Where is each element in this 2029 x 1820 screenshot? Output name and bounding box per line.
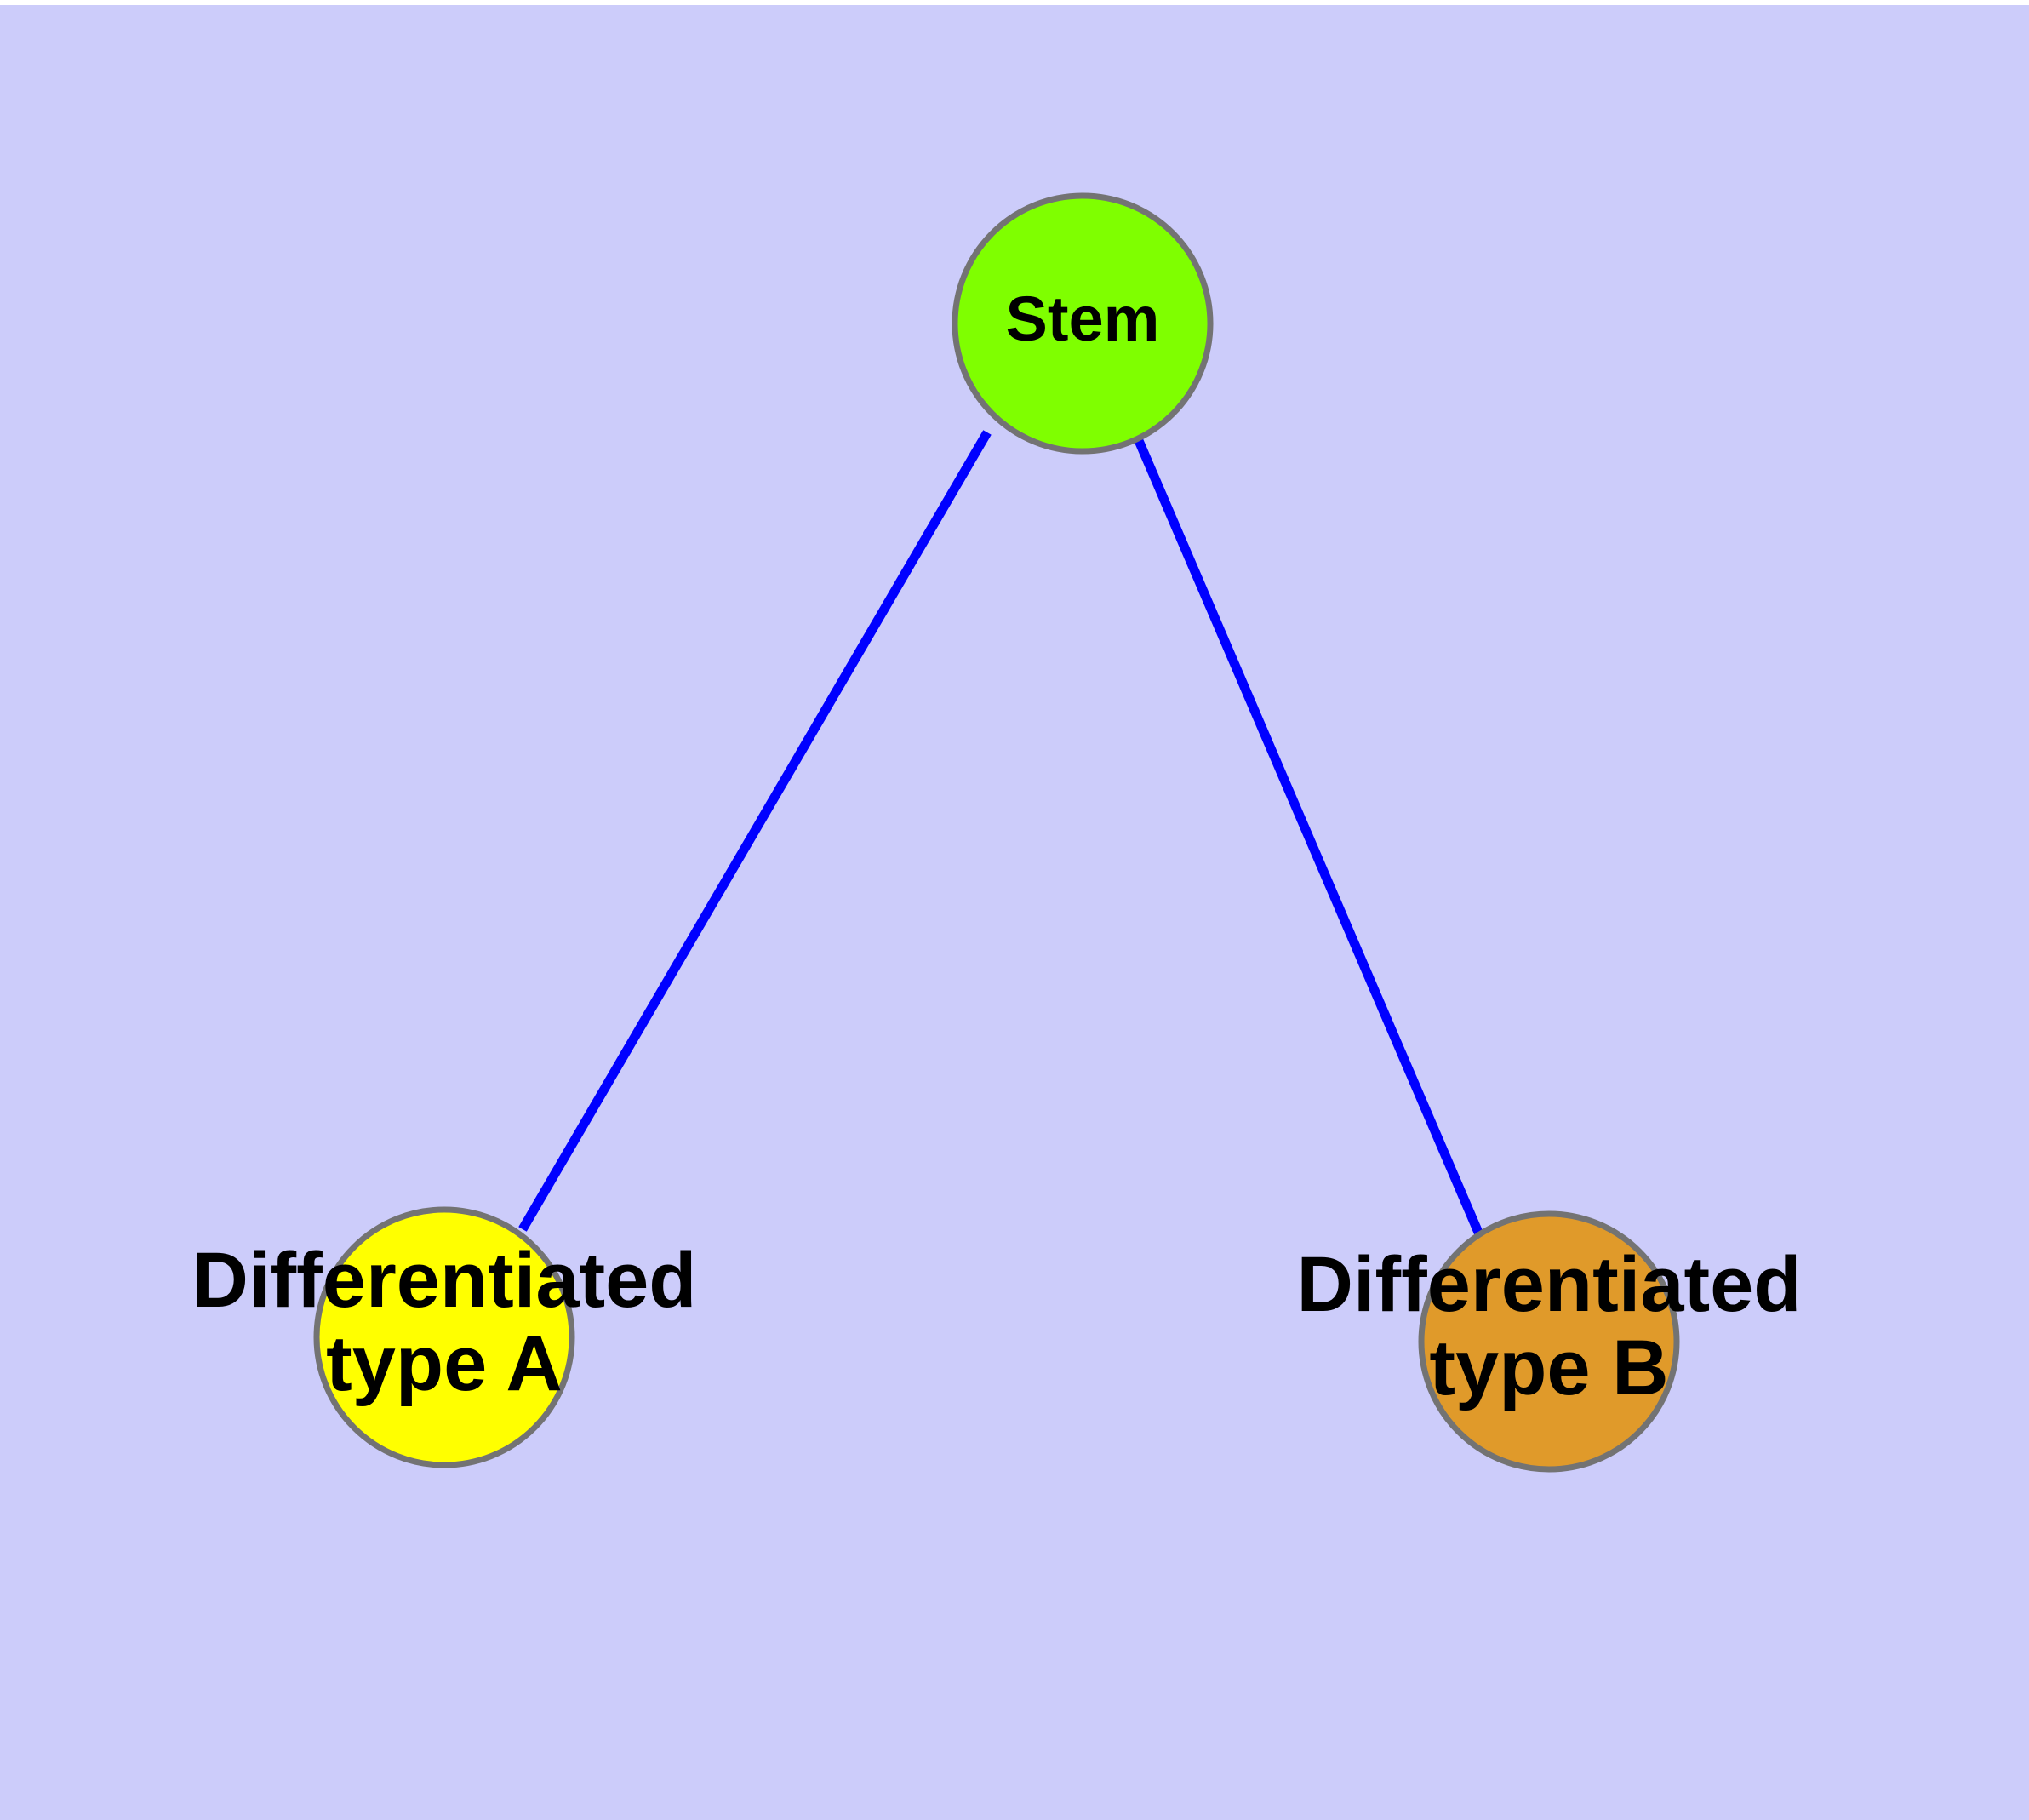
node-differentiated-type-a[interactable] bbox=[313, 1206, 575, 1468]
diagram-background: Stem Differentiated type A Differentiate… bbox=[0, 5, 2029, 1820]
node-differentiated-type-b[interactable] bbox=[1418, 1210, 1680, 1473]
edge-stem-to-diff-b bbox=[1129, 428, 1484, 1237]
node-layer bbox=[313, 192, 1680, 1473]
edge-stem-to-diff-a bbox=[518, 430, 992, 1232]
node-stem[interactable] bbox=[952, 192, 1214, 455]
graph-svg bbox=[313, 192, 1680, 1473]
edge-layer bbox=[518, 428, 1484, 1237]
